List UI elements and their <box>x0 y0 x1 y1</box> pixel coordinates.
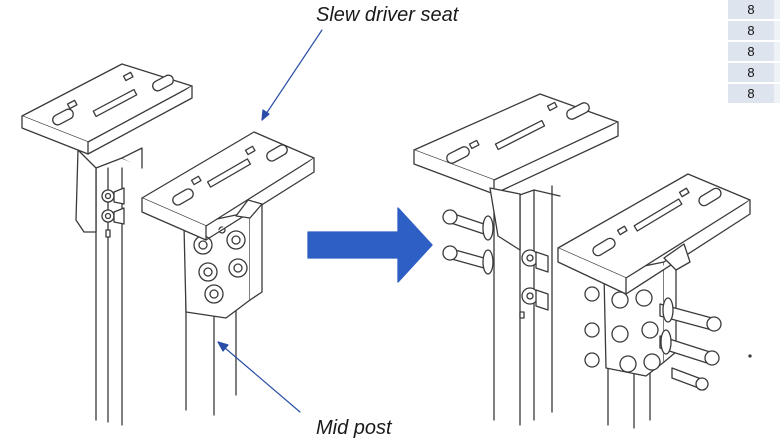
table-row: 8 <box>728 0 780 21</box>
right-back-seat-plate <box>413 93 619 251</box>
quantity-cell: 8 <box>728 41 774 63</box>
mid-post-leader <box>217 341 301 413</box>
mid-post-label: Mid post <box>316 417 392 439</box>
slew-driver-seat-label: Slew driver seat <box>316 4 459 26</box>
right-assembly <box>413 93 752 429</box>
right-back-post-bolts <box>442 209 549 319</box>
left-back-post-bolts <box>101 187 125 238</box>
left-front-seat-plate <box>141 131 315 241</box>
left-back-seat-plate <box>21 63 193 233</box>
table-edge-cell <box>774 20 780 42</box>
table-edge-cell <box>774 0 780 21</box>
quantity-cell: 8 <box>728 20 774 42</box>
table-row: 8 <box>728 83 780 105</box>
table-row: 8 <box>728 41 780 63</box>
quantity-cell: 8 <box>728 62 774 84</box>
table-edge-cell <box>774 41 780 63</box>
left-front-bracket <box>183 203 263 319</box>
table-row: 8 <box>728 20 780 42</box>
table-edge-cell <box>774 83 780 105</box>
quantity-cell: 8 <box>728 0 774 21</box>
quantity-table: 8 8 8 8 8 <box>728 0 780 105</box>
table-edge-cell <box>774 62 780 84</box>
left-assembly <box>21 63 315 426</box>
leader-lines <box>217 29 323 413</box>
quantity-cell: 8 <box>728 83 774 105</box>
slew-driver-seat-leader <box>261 29 323 121</box>
right-front-seat-plate <box>557 173 751 295</box>
table-row: 8 <box>728 62 780 84</box>
right-arrow-icon <box>307 207 433 283</box>
